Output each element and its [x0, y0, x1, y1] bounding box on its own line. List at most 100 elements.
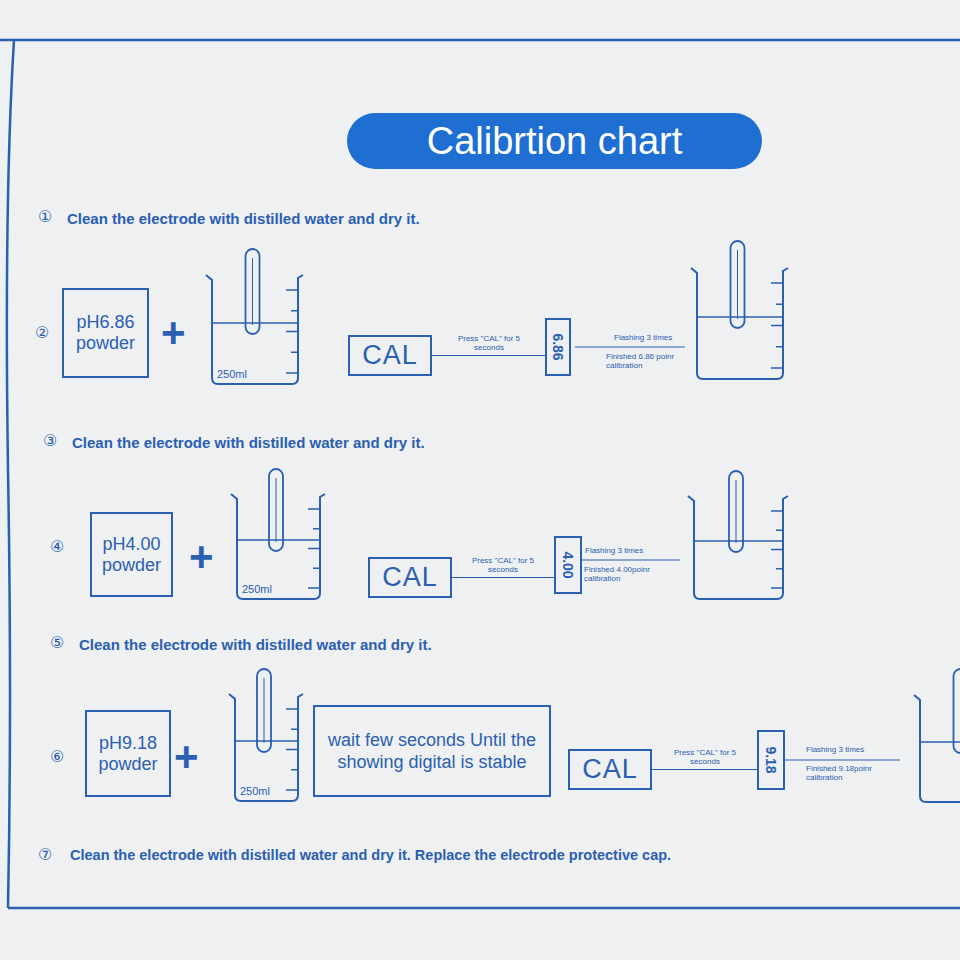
- electrode: [269, 469, 283, 551]
- node-text: 9.18: [763, 746, 779, 773]
- status-line: [575, 346, 685, 347]
- powder-box: pH6.86 powder: [62, 288, 149, 378]
- water-level: [697, 316, 783, 318]
- graduation-tick: [286, 372, 298, 374]
- lcd-display: 9.18: [757, 730, 785, 790]
- step-text: Clean the electrode with distilled water…: [79, 636, 432, 653]
- sheet-border: [8, 907, 960, 910]
- status-text: Flashing 3 times: [614, 333, 672, 342]
- electrode-core: [264, 678, 265, 743]
- step-number: ①: [38, 208, 52, 226]
- node-text: CAL: [362, 340, 418, 371]
- edge-label: Press "CAL" for 5 seconds: [448, 335, 530, 353]
- cal-button: CAL: [368, 557, 452, 598]
- graduation-tick: [771, 282, 783, 284]
- beaker-outline: [691, 268, 788, 379]
- beaker-outline: [229, 694, 303, 801]
- beaker: [914, 669, 960, 802]
- graduation-tick: [776, 304, 783, 306]
- title: Calibrtion chart: [427, 120, 683, 163]
- beaker-outline: [206, 275, 303, 384]
- step-number: ③: [43, 432, 57, 450]
- graduation-tick: [286, 789, 298, 791]
- lcd-display: 6.86: [545, 318, 571, 376]
- electrode-core: [276, 478, 277, 542]
- node-text: pH9.18 powder: [91, 733, 165, 774]
- step-number: ⑥: [50, 748, 64, 766]
- graduation-tick: [771, 587, 783, 589]
- graduation-tick: [776, 346, 783, 348]
- step-number: ⑦: [38, 846, 52, 864]
- plus-sign: +: [174, 736, 199, 778]
- step-text: Clean the electrode with distilled water…: [67, 210, 420, 227]
- electrode-core: [737, 250, 738, 319]
- node-text: CAL: [382, 562, 438, 593]
- electrode: [729, 471, 743, 552]
- node-text: 6.86: [550, 333, 566, 360]
- beaker: [691, 241, 788, 379]
- plus-sign: +: [161, 312, 186, 354]
- edge-label: Press "CAL" for 5 seconds: [664, 749, 746, 767]
- connector: [652, 769, 757, 770]
- water-level: [694, 540, 783, 542]
- node-text: wait few seconds Until the showing digit…: [327, 729, 537, 774]
- step-text: Clean the electrode with distilled water…: [72, 434, 425, 451]
- electrode: [954, 669, 960, 753]
- graduation-tick: [771, 549, 783, 551]
- water-level: [237, 539, 320, 541]
- electrode: [246, 249, 260, 334]
- powder-box: pH4.00 powder: [90, 512, 173, 597]
- cal-button: CAL: [568, 749, 652, 790]
- electrode: [257, 669, 271, 752]
- status-text: Flashing 3 times: [806, 745, 864, 754]
- graduation-tick: [291, 729, 298, 731]
- electrode-core: [252, 258, 253, 325]
- graduation-tick: [771, 325, 783, 327]
- node-text: 4.00: [560, 551, 576, 578]
- status-text: Flashing 3 times: [585, 546, 643, 555]
- volume-label: 250ml: [240, 785, 270, 797]
- water-level: [235, 740, 298, 742]
- beaker: [688, 471, 788, 599]
- beaker-outline: [231, 494, 325, 599]
- graduation-tick: [291, 352, 298, 354]
- cal-button: CAL: [348, 335, 432, 376]
- beaker-outline: [688, 496, 788, 599]
- graduation-tick: [286, 708, 298, 710]
- powder-box: pH9.18 powder: [85, 710, 171, 797]
- edge-label: Press "CAL" for 5 seconds: [462, 557, 544, 575]
- step-text: Clean the electrode with distilled water…: [70, 847, 671, 864]
- status-text: Finished 6.86 poinr calibration: [606, 352, 688, 370]
- graduation-tick: [286, 289, 298, 291]
- electrode-core: [736, 480, 737, 543]
- status-line: [582, 559, 680, 560]
- node-text: pH6.86 powder: [68, 312, 143, 353]
- graduation-tick: [291, 769, 298, 771]
- step-number: ⑤: [50, 634, 64, 652]
- graduation-tick: [308, 508, 320, 510]
- beaker-drawing: [230, 468, 322, 600]
- status-line: [785, 759, 900, 760]
- graduation-tick: [286, 749, 298, 751]
- graduation-tick: [771, 367, 783, 369]
- beaker: 250ml: [205, 248, 300, 385]
- graduation-tick: [776, 530, 783, 532]
- sheet-border: [0, 39, 960, 42]
- graduation-tick: [771, 510, 783, 512]
- graduation-tick: [313, 528, 320, 530]
- node-text: pH4.00 powder: [96, 534, 167, 575]
- graduation-tick: [286, 331, 298, 333]
- connector: [452, 577, 554, 578]
- volume-label: 250ml: [242, 583, 272, 595]
- connector: [432, 355, 545, 356]
- note-box: wait few seconds Until the showing digit…: [313, 705, 551, 797]
- lcd-display: 4.00: [554, 536, 582, 594]
- beaker: 250ml: [228, 668, 300, 802]
- graduation-tick: [313, 568, 320, 570]
- graduation-tick: [308, 587, 320, 589]
- status-text: Finished 4.00poinr calibration: [584, 565, 656, 583]
- electrode: [731, 241, 745, 328]
- graduation-tick: [291, 310, 298, 312]
- title-pill: Calibrtion chart: [347, 113, 762, 169]
- beaker: 250ml: [230, 468, 322, 600]
